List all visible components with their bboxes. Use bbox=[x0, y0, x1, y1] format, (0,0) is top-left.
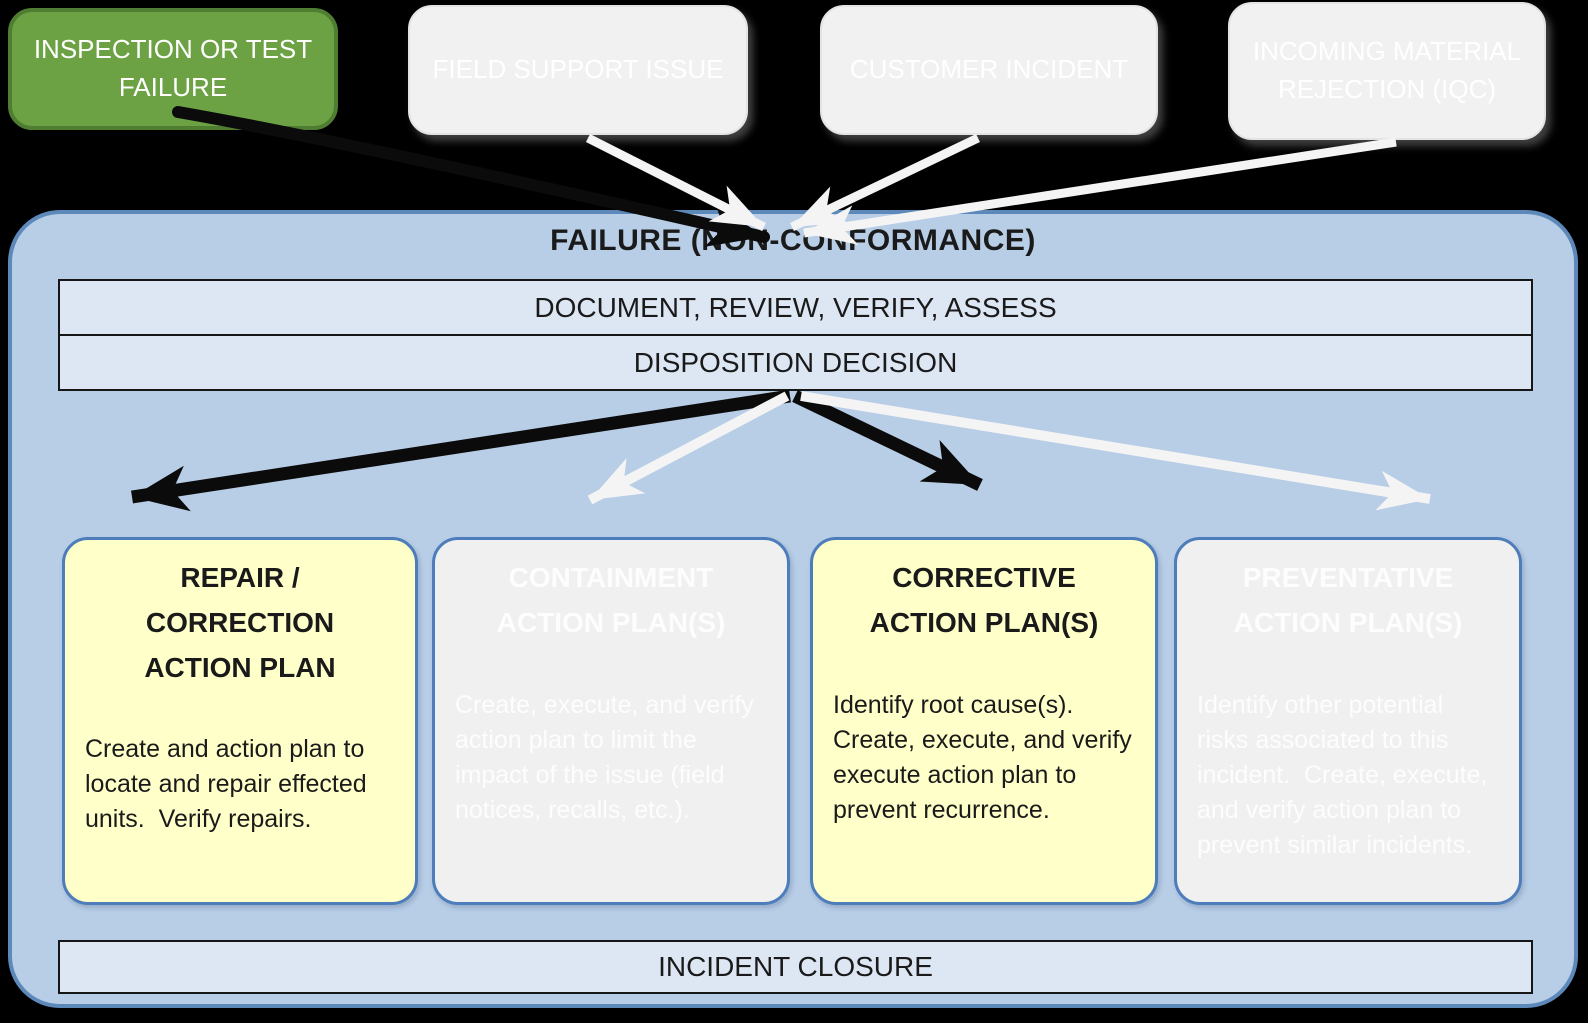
source-box-customer-incident: CUSTOMER INCIDENT bbox=[820, 5, 1158, 135]
plan-title: REPAIR / CORRECTION ACTION PLAN bbox=[144, 562, 336, 683]
disposition-decision-bar: DISPOSITION DECISION bbox=[58, 334, 1533, 391]
corrective-action-plan-box: CORRECTIVE ACTION PLAN(S) Identify root … bbox=[810, 537, 1158, 905]
source-label-inspection: INSPECTION OR TEST FAILURE bbox=[33, 34, 313, 102]
plan-body: Create and action plan to locate and rep… bbox=[85, 735, 374, 834]
source-label-customer-incident: CUSTOMER INCIDENT bbox=[849, 54, 1129, 85]
source-box-incoming-material-rejection: INCOMING MATERIAL REJECTION (IQC) bbox=[1228, 2, 1546, 140]
plan-body: Create, execute, and verify action plan … bbox=[455, 690, 761, 824]
plan-title: PREVENTATIVE ACTION PLAN(S) bbox=[1233, 562, 1463, 638]
source-label-field-support: FIELD SUPPORT ISSUE bbox=[432, 54, 724, 85]
failure-title: FAILURE (NON-CONFORMANCE) bbox=[550, 224, 1036, 257]
containment-action-plan-box: CONTAINMENT ACTION PLAN(S) Create, execu… bbox=[432, 537, 790, 905]
source-box-inspection-or-test-failure: INSPECTION OR TEST FAILURE bbox=[8, 8, 338, 130]
plan-title: CONTAINMENT ACTION PLAN(S) bbox=[496, 562, 726, 638]
plan-title: CORRECTIVE ACTION PLAN(S) bbox=[869, 562, 1099, 638]
document-review-verify-assess-bar: DOCUMENT, REVIEW, VERIFY, ASSESS bbox=[58, 279, 1533, 336]
plan-body: Identify root cause(s). Create, execute,… bbox=[833, 690, 1139, 824]
plan-body: Identify other potential risks associate… bbox=[1197, 690, 1495, 859]
preventative-action-plan-box: PREVENTATIVE ACTION PLAN(S) Identify oth… bbox=[1174, 537, 1522, 905]
incident-closure-bar: INCIDENT CLOSURE bbox=[58, 940, 1533, 994]
source-label-iqc: INCOMING MATERIAL REJECTION (IQC) bbox=[1252, 36, 1522, 104]
repair-correction-action-plan-box: REPAIR / CORRECTION ACTION PLAN Create a… bbox=[62, 537, 418, 905]
source-box-field-support-issue: FIELD SUPPORT ISSUE bbox=[408, 5, 748, 135]
